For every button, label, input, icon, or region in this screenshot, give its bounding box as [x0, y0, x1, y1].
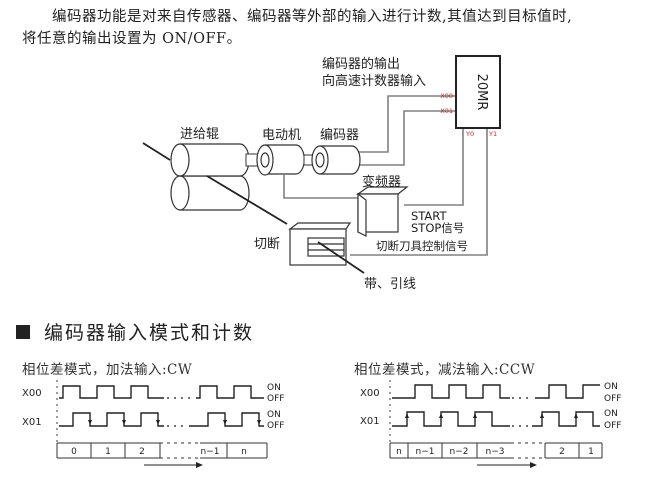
cutter-signal-label: 切断刀具控制信号 — [376, 239, 468, 253]
intro-line-2: 将任意的输出设置为 ON/OFF。 — [22, 31, 242, 47]
plc-input-x00: X00 — [440, 92, 453, 100]
cw-x00-on: ON — [267, 383, 281, 393]
tape-line — [142, 142, 365, 274]
tape-label: 带、引线 — [364, 277, 416, 292]
cw-x01-wave-b — [189, 412, 264, 427]
ccw-x00-off: OFF — [604, 394, 621, 404]
cw-arrowhead — [196, 462, 203, 468]
motor-label: 电动机 — [262, 128, 301, 143]
cw-x01-label: X01 — [22, 417, 42, 428]
cw-x00-label: X00 — [22, 388, 42, 399]
cw-count-1: 1 — [105, 447, 111, 457]
cw-falling-arrows — [88, 420, 261, 425]
encoder-label: 编码器 — [320, 128, 359, 143]
feed-roller-label: 进给辊 — [180, 127, 219, 142]
stop-signal-label: STOP信号 — [411, 221, 464, 235]
plc-model-label: 20MR — [474, 74, 489, 111]
ccw-x01-wave-b — [532, 411, 600, 427]
timing-ccw: X00 X01 ON OFF ON OFF — [360, 380, 621, 468]
ccw-x00-wave-b — [535, 384, 600, 399]
intro-line-1: 编码器功能是对来自传感器、编码器等外部的输入进行计数,其值达到目标值时, — [52, 9, 573, 25]
motor — [256, 144, 305, 176]
plc-output-y0: Y0 — [465, 130, 474, 138]
inverter — [356, 186, 409, 237]
wire-x01 — [358, 110, 456, 166]
cw-x00-wave-b — [196, 385, 264, 399]
wire-motor-inverter — [283, 175, 358, 199]
cw-count-n-1: n−1 — [201, 447, 220, 457]
plc-unit: 20MR X00 X01 Y0 Y1 — [440, 55, 501, 138]
cw-count-2: 2 — [139, 447, 145, 457]
ccw-count-1: 1 — [588, 447, 594, 457]
ccw-x01-label: X01 — [360, 416, 380, 427]
square-bullet-icon — [16, 324, 30, 339]
cutter — [288, 222, 352, 266]
ccw-count-n-3: n−3 — [486, 447, 505, 457]
section-heading: 编码器输入模式和计数 — [16, 318, 254, 345]
cw-x00-wave-a — [59, 385, 164, 399]
cw-x01-on: ON — [267, 410, 281, 420]
feed-roller — [170, 143, 250, 211]
ccw-title: 相位差模式，减法输入:CCW — [354, 362, 536, 378]
wire-y0 — [404, 128, 464, 206]
cw-count-0: 0 — [71, 447, 77, 457]
inverter-label: 变频器 — [362, 174, 401, 190]
cw-x01-off: OFF — [267, 421, 284, 431]
plc-input-x01: X01 — [440, 107, 453, 115]
ccw-count-n-2: n−2 — [450, 447, 469, 457]
wire-x00 — [358, 95, 456, 153]
ccw-x00-on: ON — [604, 382, 618, 392]
ccw-x01-on: ON — [604, 409, 618, 419]
ccw-x00-label: X00 — [360, 388, 380, 399]
cutter-label: 切断 — [254, 237, 280, 252]
wire-y1 — [350, 128, 488, 256]
cw-x00-off: OFF — [267, 394, 284, 404]
ccw-x00-wave-a — [392, 384, 510, 399]
encoder — [311, 145, 361, 175]
encoder-output-label-2: 向高速计数器输入 — [322, 73, 426, 89]
timing-cw: X00 X01 ON OFF ON OFF — [22, 380, 284, 468]
section-title: 编码器输入模式和计数 — [44, 322, 255, 344]
ccw-arrowhead — [530, 462, 537, 468]
ccw-x01-wave-a — [392, 411, 510, 427]
cw-count-n: n — [241, 447, 247, 457]
encoder-output-label-1: 编码器的输出 — [322, 56, 400, 72]
plc-output-y1: Y1 — [488, 130, 497, 138]
wiring — [283, 95, 488, 256]
ccw-x01-off: OFF — [604, 421, 621, 431]
ccw-count-n: n — [396, 447, 402, 457]
ccw-count-n-1: n−1 — [416, 447, 435, 457]
intro-paragraph: 编码器功能是对来自传感器、编码器等外部的输入进行计数,其值达到目标值时, 将任意… — [22, 6, 652, 50]
ccw-count-2: 2 — [559, 447, 565, 457]
cw-x01-wave-a — [59, 412, 164, 427]
cw-title: 相位差模式，加法输入:CW — [22, 362, 193, 378]
start-label: START — [411, 209, 447, 223]
ccw-rising-arrows — [405, 413, 578, 418]
